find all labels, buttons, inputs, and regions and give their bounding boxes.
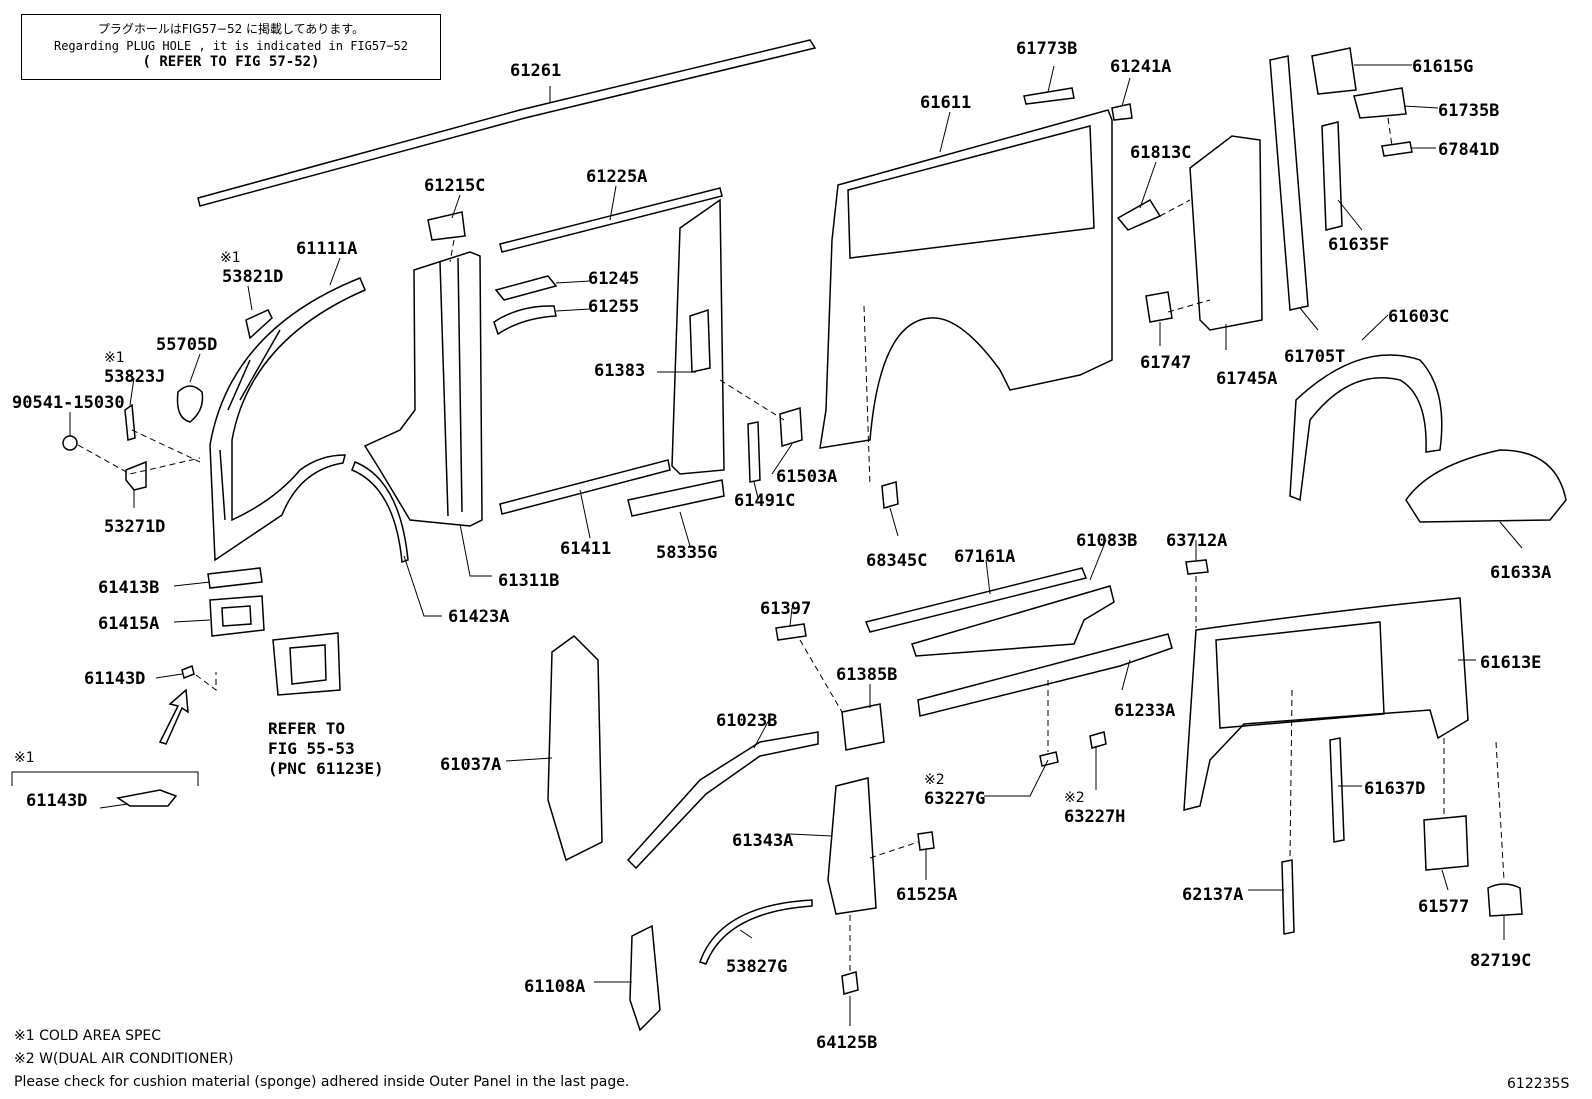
part-label-61143D-cold[interactable]: 61143D bbox=[26, 791, 87, 811]
plug-hole-note: プラグホールはFIG57−52 に掲載してあります。 Regarding PLU… bbox=[21, 14, 441, 80]
part-label-61615G[interactable]: 61615G bbox=[1412, 57, 1473, 77]
part-label-61633A[interactable]: 61633A bbox=[1490, 563, 1551, 583]
part-label-61037A[interactable]: 61037A bbox=[440, 755, 501, 775]
refer-fig-55-53: REFER TO FIG 55-53 (PNC 61123E) bbox=[268, 719, 384, 778]
mark-dual-63227G: ※2 bbox=[924, 772, 945, 788]
part-label-61385B[interactable]: 61385B bbox=[836, 665, 897, 685]
part-label-61413B[interactable]: 61413B bbox=[98, 578, 159, 598]
part-label-61343A[interactable]: 61343A bbox=[732, 831, 793, 851]
reference-marks: ※1 ※1 ※1 ※2 ※2 bbox=[14, 250, 1085, 806]
note-en: Regarding PLUG HOLE , it is indicated in… bbox=[53, 39, 408, 53]
part-label-61637D[interactable]: 61637D bbox=[1364, 779, 1425, 799]
part-label-63227G[interactable]: 63227G bbox=[924, 789, 985, 809]
part-label-61111A[interactable]: 61111A bbox=[296, 239, 357, 259]
figure-code: 612235S bbox=[1507, 1076, 1570, 1092]
part-label-61635F[interactable]: 61635F bbox=[1328, 235, 1389, 255]
part-label-61241A[interactable]: 61241A bbox=[1110, 57, 1171, 77]
part-label-53827G[interactable]: 53827G bbox=[726, 957, 787, 977]
part-label-61255[interactable]: 61255 bbox=[588, 297, 639, 317]
part-label-61245[interactable]: 61245 bbox=[588, 269, 639, 289]
part-label-61745A[interactable]: 61745A bbox=[1216, 369, 1277, 389]
part-label-67161A[interactable]: 67161A bbox=[954, 547, 1015, 567]
part-label-61611[interactable]: 61611 bbox=[920, 93, 971, 113]
part-label-90541-15030[interactable]: 90541-15030 bbox=[12, 393, 125, 413]
mark-cold-53821D: ※1 bbox=[220, 250, 241, 266]
part-label-61773B[interactable]: 61773B bbox=[1016, 39, 1077, 59]
part-label-61311B[interactable]: 61311B bbox=[498, 571, 559, 591]
part-label-61705T[interactable]: 61705T bbox=[1284, 347, 1345, 367]
part-label-61577[interactable]: 61577 bbox=[1418, 897, 1469, 917]
part-label-53821D[interactable]: 53821D bbox=[222, 267, 283, 287]
part-drawings bbox=[62, 39, 1567, 1032]
part-label-61525A[interactable]: 61525A bbox=[896, 885, 957, 905]
part-label-53823J[interactable]: 53823J bbox=[104, 367, 165, 387]
part-label-63712A[interactable]: 63712A bbox=[1166, 531, 1227, 551]
part-label-61083B[interactable]: 61083B bbox=[1076, 531, 1137, 551]
part-label-53271D[interactable]: 53271D bbox=[104, 517, 165, 537]
part-label-58335G[interactable]: 58335G bbox=[656, 543, 717, 563]
part-label-61215C[interactable]: 61215C bbox=[424, 176, 485, 196]
part-label-82719C[interactable]: 82719C bbox=[1470, 951, 1531, 971]
part-label-61023B[interactable]: 61023B bbox=[716, 711, 777, 731]
part-label-61603C[interactable]: 61603C bbox=[1388, 307, 1449, 327]
footnote-cold-area: ※1 COLD AREA SPEC bbox=[14, 1028, 162, 1044]
leader-lines bbox=[11, 64, 1523, 1026]
footnote-cushion: Please check for cushion material (spong… bbox=[14, 1074, 630, 1090]
part-label-61233A[interactable]: 61233A bbox=[1114, 701, 1175, 721]
mark-dual-63227H: ※2 bbox=[1064, 790, 1085, 806]
part-label-61261[interactable]: 61261 bbox=[510, 61, 561, 81]
part-label-61747[interactable]: 61747 bbox=[1140, 353, 1191, 373]
note-ref: ( REFER TO FIG 57-52) bbox=[142, 54, 320, 70]
refer-line-2[interactable]: FIG 55-53 bbox=[268, 739, 355, 758]
part-label-61735B[interactable]: 61735B bbox=[1438, 101, 1499, 121]
part-label-67841D[interactable]: 67841D bbox=[1438, 140, 1499, 160]
part-labels: 61261 61215C 61225A 61111A 53821D 55705D… bbox=[12, 39, 1551, 1053]
part-label-55705D[interactable]: 55705D bbox=[156, 335, 217, 355]
refer-line-1[interactable]: REFER TO bbox=[268, 719, 345, 738]
part-label-61225A[interactable]: 61225A bbox=[586, 167, 647, 187]
part-label-61397[interactable]: 61397 bbox=[760, 599, 811, 619]
mark-cold-61143D: ※1 bbox=[14, 750, 35, 766]
part-label-61503A[interactable]: 61503A bbox=[776, 467, 837, 487]
refer-line-3[interactable]: (PNC 61123E) bbox=[268, 759, 384, 778]
part-label-61108A[interactable]: 61108A bbox=[524, 977, 585, 997]
part-label-61613E[interactable]: 61613E bbox=[1480, 653, 1541, 673]
part-label-61383[interactable]: 61383 bbox=[594, 361, 645, 381]
part-label-68345C[interactable]: 68345C bbox=[866, 551, 927, 571]
part-label-61491C[interactable]: 61491C bbox=[734, 491, 795, 511]
part-label-61415A[interactable]: 61415A bbox=[98, 614, 159, 634]
part-label-64125B[interactable]: 64125B bbox=[816, 1033, 877, 1053]
part-label-63227H[interactable]: 63227H bbox=[1064, 807, 1125, 827]
note-jp: プラグホールはFIG57−52 に掲載してあります。 bbox=[97, 22, 365, 36]
part-label-62137A[interactable]: 62137A bbox=[1182, 885, 1243, 905]
part-label-61813C[interactable]: 61813C bbox=[1130, 143, 1191, 163]
part-label-61143D[interactable]: 61143D bbox=[84, 669, 145, 689]
mark-cold-53823J: ※1 bbox=[104, 350, 125, 366]
footnote-dual-ac: ※2 W(DUAL AIR CONDITIONER) bbox=[14, 1051, 234, 1067]
part-label-61411[interactable]: 61411 bbox=[560, 539, 611, 559]
part-label-61423A[interactable]: 61423A bbox=[448, 607, 509, 627]
